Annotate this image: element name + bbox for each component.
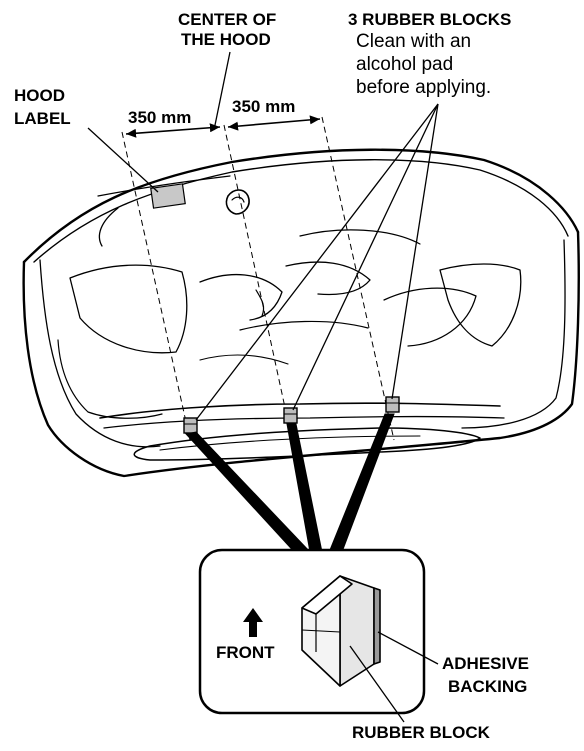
rubber-blocks-note-line1: Clean with an bbox=[356, 31, 471, 52]
rubber-block-label: RUBBER BLOCK bbox=[352, 723, 491, 742]
adhesive-backing-label-line1: ADHESIVE bbox=[442, 654, 529, 673]
hood-label-text-line2: LABEL bbox=[14, 109, 71, 128]
callout-wedges bbox=[185, 413, 395, 557]
rubber-blocks-note-line2: alcohol pad bbox=[356, 54, 453, 75]
center-of-hood-label-line1: CENTER OF bbox=[178, 10, 276, 29]
rubber-block-detail bbox=[301, 575, 381, 687]
center-of-hood-label-line2: THE HOOD bbox=[181, 30, 271, 49]
reference-dashed-lines bbox=[121, 116, 395, 441]
rubber-block-left bbox=[183, 417, 198, 434]
inset-leader-lines bbox=[349, 631, 439, 723]
front-label: FRONT bbox=[216, 643, 275, 662]
dimension-lines bbox=[125, 115, 321, 138]
rubber-block-center bbox=[283, 407, 298, 424]
dimension-left-label: 350 mm bbox=[128, 108, 191, 127]
rubber-block-right bbox=[385, 396, 400, 413]
front-arrow-icon bbox=[243, 608, 263, 637]
rubber-blocks-note-line3: before applying. bbox=[356, 77, 491, 98]
hood-label-patch bbox=[150, 183, 186, 209]
hood-label-text-line1: HOOD bbox=[14, 86, 65, 105]
leader-lines bbox=[87, 51, 439, 421]
adhesive-backing-label-line2: BACKING bbox=[448, 677, 527, 696]
dimension-right-label: 350 mm bbox=[232, 97, 295, 116]
hood-outline bbox=[22, 148, 580, 478]
rubber-blocks-title: 3 RUBBER BLOCKS bbox=[348, 10, 511, 29]
